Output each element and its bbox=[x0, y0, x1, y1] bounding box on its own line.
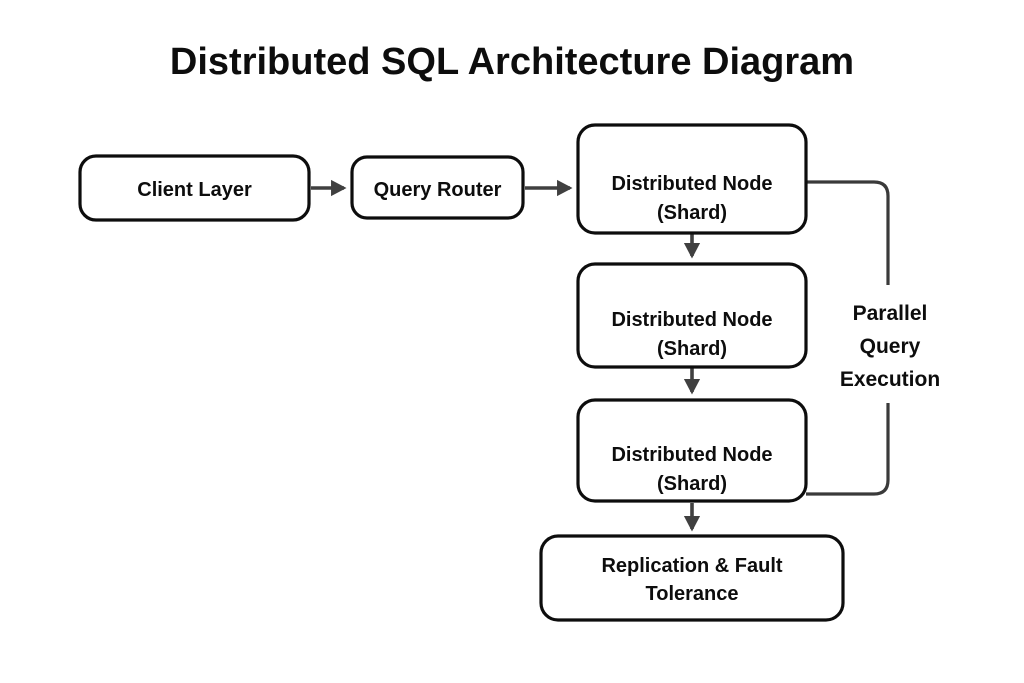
node-shard-3-label-line2: (Shard) bbox=[657, 473, 727, 495]
node-shard-3-box bbox=[576, 398, 808, 503]
node-shard-3-label-line1: Distributed Node bbox=[611, 444, 772, 466]
page-title: Distributed SQL Architecture Diagram bbox=[170, 41, 854, 83]
node-client-layer[interactable]: Client Layer bbox=[78, 154, 311, 222]
node-shard-2-box bbox=[576, 262, 808, 369]
node-shard-2[interactable]: Distributed Node (Shard) bbox=[576, 262, 808, 369]
node-replication-box bbox=[539, 534, 845, 622]
annotation-line-2: Query bbox=[860, 335, 921, 358]
annotation-line-1: Parallel bbox=[853, 302, 928, 325]
node-client-layer-box bbox=[78, 154, 311, 222]
annotation-parallel-query-execution: Parallel Query Execution bbox=[840, 302, 940, 391]
node-shard-1-label-line2: (Shard) bbox=[657, 202, 727, 224]
node-query-router-box bbox=[350, 155, 525, 220]
node-query-router[interactable]: Query Router bbox=[350, 155, 525, 220]
annotation-line-3: Execution bbox=[840, 368, 940, 391]
node-replication-label-line1: Replication & Fault bbox=[601, 555, 782, 577]
node-shard-2-label-line2: (Shard) bbox=[657, 338, 727, 360]
node-shard-3[interactable]: Distributed Node (Shard) bbox=[576, 398, 808, 503]
parallel-bracket-upper bbox=[806, 180, 890, 285]
node-query-router-label: Query Router bbox=[374, 179, 502, 201]
node-shard-1[interactable]: Distributed Node (Shard) bbox=[576, 123, 808, 235]
node-shard-2-label-line1: Distributed Node bbox=[611, 309, 772, 331]
node-client-layer-label: Client Layer bbox=[137, 179, 252, 201]
node-shard-1-label-line1: Distributed Node bbox=[611, 173, 772, 195]
parallel-bracket-lower bbox=[806, 403, 890, 496]
node-replication-fault-tolerance[interactable]: Replication & Fault Tolerance bbox=[539, 534, 845, 622]
node-replication-label-line2: Tolerance bbox=[646, 583, 739, 605]
node-shard-1-box bbox=[576, 123, 808, 235]
